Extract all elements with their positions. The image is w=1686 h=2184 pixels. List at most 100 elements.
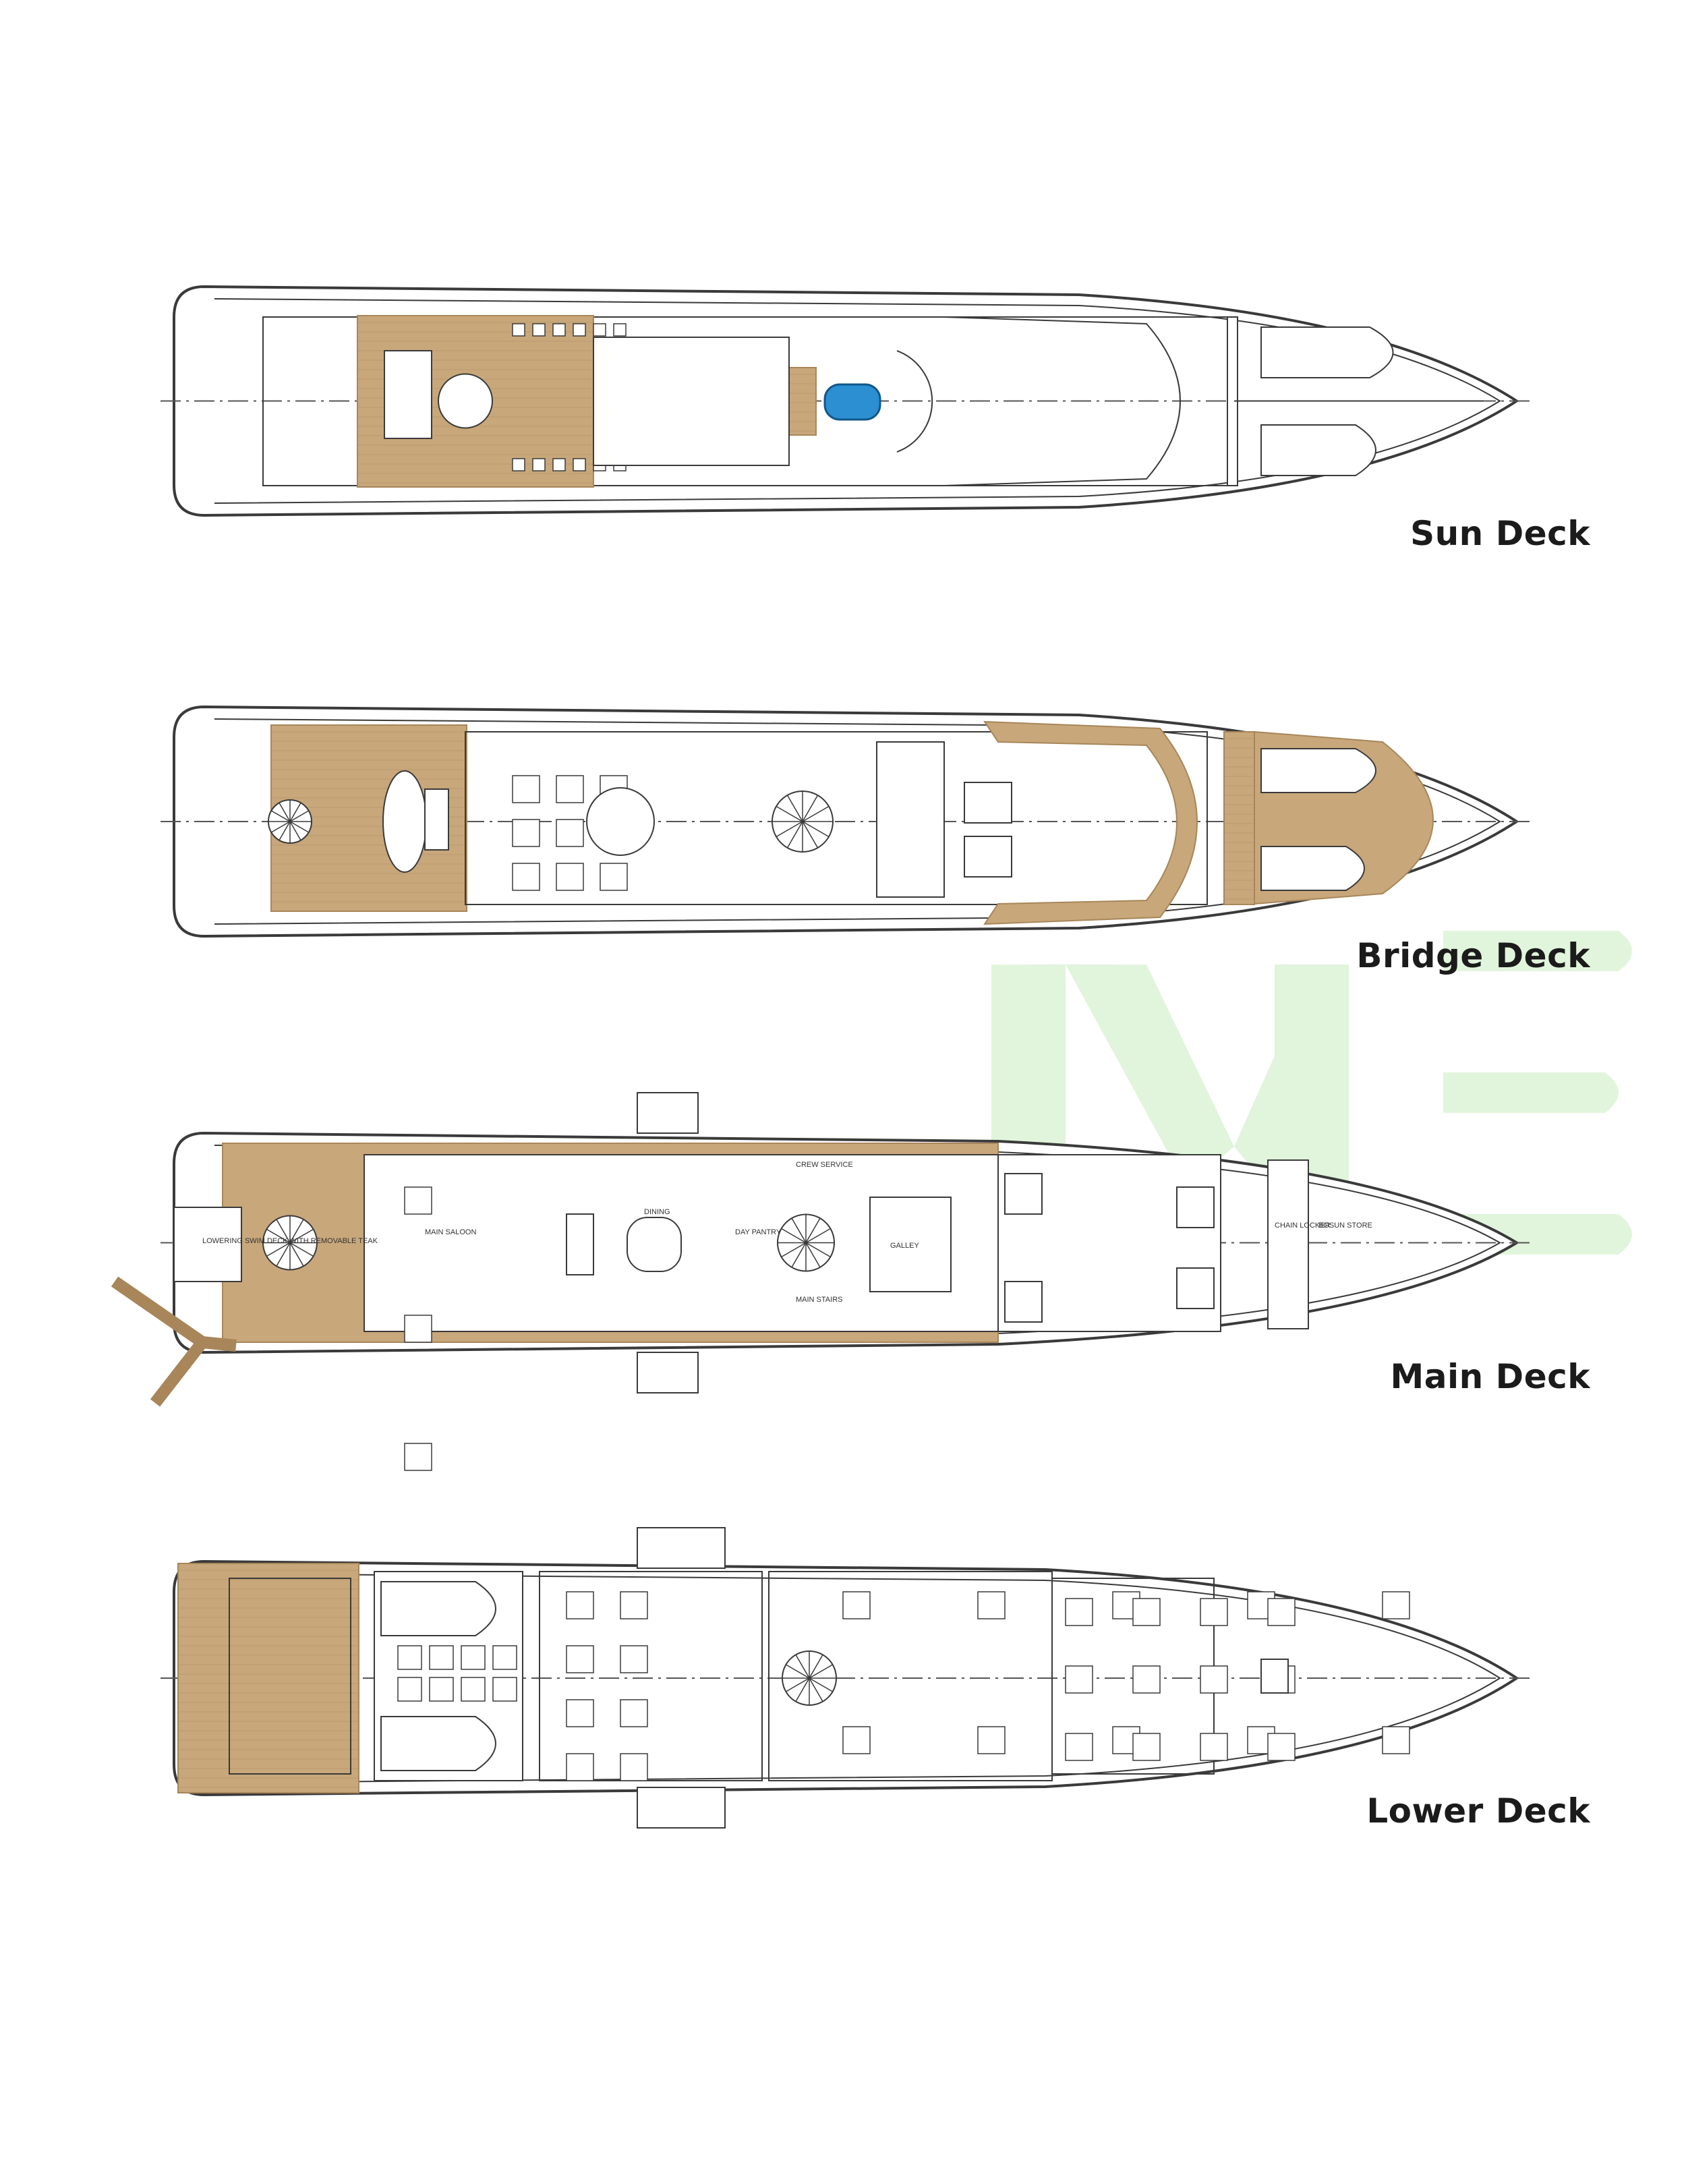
pool-deck-teak (788, 367, 817, 436)
stair-tread (805, 1242, 831, 1258)
sun-deck-curved-seat (896, 350, 933, 453)
stair-tread (266, 1242, 291, 1257)
room-label: LOWERING SWIM DECK WITH REMOVABLE TEAK (202, 1237, 378, 1245)
furniture-outline (552, 323, 566, 337)
furniture-outline (1267, 1598, 1296, 1626)
furniture-outline (1065, 1598, 1093, 1626)
room-label: CHAIN LOCKER (1275, 1222, 1331, 1230)
furniture-outline (397, 1677, 422, 1702)
stair-tread (791, 1242, 807, 1268)
sun-deck-forward-deck (943, 316, 1181, 486)
stair-tread (289, 1228, 314, 1244)
main-deck-plan: LOWERING SWIM DECK WITH REMOVABLE TEAK MA… (111, 1092, 1530, 1599)
bed-outline (1176, 1186, 1215, 1228)
side-boarding-platform (637, 1092, 699, 1134)
room-label: CREW SERVICE (796, 1161, 853, 1169)
stair-tread (279, 802, 291, 822)
furniture-outline (532, 458, 546, 471)
furniture-outline (1200, 1598, 1228, 1626)
side-boarding-platform (637, 1352, 699, 1393)
stair-tread (276, 1219, 291, 1243)
stair-tread (276, 1242, 291, 1267)
furniture-outline (556, 819, 584, 847)
furniture-outline (1065, 1733, 1093, 1761)
saloon-table (566, 1213, 594, 1275)
furniture-outline (556, 863, 584, 891)
room-label: MAIN SALOON (425, 1228, 476, 1236)
bridge-skylight (964, 836, 1012, 878)
furniture-outline (512, 458, 525, 471)
main-deck-label: Main Deck (1390, 1357, 1590, 1396)
bed-outline (1004, 1173, 1043, 1215)
furniture-outline (429, 1677, 454, 1702)
stair-tread (785, 1664, 810, 1679)
tender-boat (380, 1716, 496, 1771)
furniture-outline (620, 1591, 648, 1619)
furniture-outline (620, 1753, 648, 1781)
swim-platform (173, 1207, 242, 1282)
stair-tread (809, 1677, 823, 1702)
lower-deck-label: Lower Deck (1366, 1791, 1590, 1831)
stair-tread (781, 1228, 807, 1244)
bridge-round-table (586, 787, 655, 856)
furniture-outline (573, 458, 586, 471)
furniture-outline (566, 1591, 594, 1619)
furniture-outline (404, 1186, 432, 1215)
furniture-outline (1267, 1733, 1296, 1761)
sun-deck-interior (593, 337, 790, 466)
stair-tread (289, 802, 301, 822)
furniture-outline (1200, 1733, 1228, 1761)
furniture-outline (532, 323, 546, 337)
stair-tread (795, 1677, 810, 1702)
swimming-pool (823, 383, 881, 421)
stair-tread (289, 1219, 304, 1243)
forward-hatch (1260, 1659, 1289, 1694)
tender-boat (1260, 424, 1376, 476)
stair-tread (809, 1654, 823, 1679)
galley (869, 1197, 952, 1292)
tender-boat (1260, 326, 1394, 378)
furniture-outline (492, 1677, 517, 1702)
stair-tread (266, 1228, 291, 1244)
furniture-outline (977, 1726, 1006, 1754)
room-label: MAIN STAIRS (796, 1296, 842, 1304)
stair-tread (791, 1217, 807, 1243)
furniture-outline (1132, 1665, 1161, 1694)
furniture-outline (620, 1699, 648, 1727)
stair-tread (270, 810, 291, 822)
stair-tread (776, 821, 803, 838)
furniture-outline (1132, 1598, 1161, 1626)
furniture-outline (512, 323, 525, 337)
furniture-outline (1132, 1733, 1161, 1761)
tender-boat (1260, 846, 1365, 891)
furniture-outline (552, 458, 566, 471)
side-hatch (637, 1787, 726, 1829)
bridge-deck-interior (465, 731, 1208, 905)
bridge-deck-label: Bridge Deck (1356, 936, 1590, 975)
room-label: DAY PANTRY (735, 1228, 782, 1236)
stair-tread (795, 1654, 810, 1679)
furniture-outline (613, 323, 627, 337)
stair-tread (289, 1242, 304, 1267)
furniture-outline (404, 1443, 432, 1471)
furniture-outline (842, 1726, 871, 1754)
furniture-outline (1065, 1665, 1093, 1694)
furniture-outline (566, 1753, 594, 1781)
stair-tread (809, 1664, 834, 1679)
stair-tread (289, 810, 310, 822)
stair-tread (289, 821, 301, 841)
stair-tread (279, 821, 291, 841)
furniture-outline (404, 1315, 432, 1343)
furniture-outline (593, 323, 606, 337)
furniture-outline (1382, 1726, 1410, 1754)
lower-aft-teak-area (177, 1563, 359, 1793)
furniture-outline (1382, 1591, 1410, 1619)
furniture-outline (1200, 1665, 1228, 1694)
furniture-outline (977, 1591, 1006, 1619)
lower-deck-plan (161, 1527, 1530, 1829)
stair-tread (289, 821, 310, 833)
furniture-outline (512, 863, 540, 891)
tender-boat (1260, 748, 1376, 793)
furniture-outline (556, 775, 584, 803)
furniture-outline (600, 863, 628, 891)
